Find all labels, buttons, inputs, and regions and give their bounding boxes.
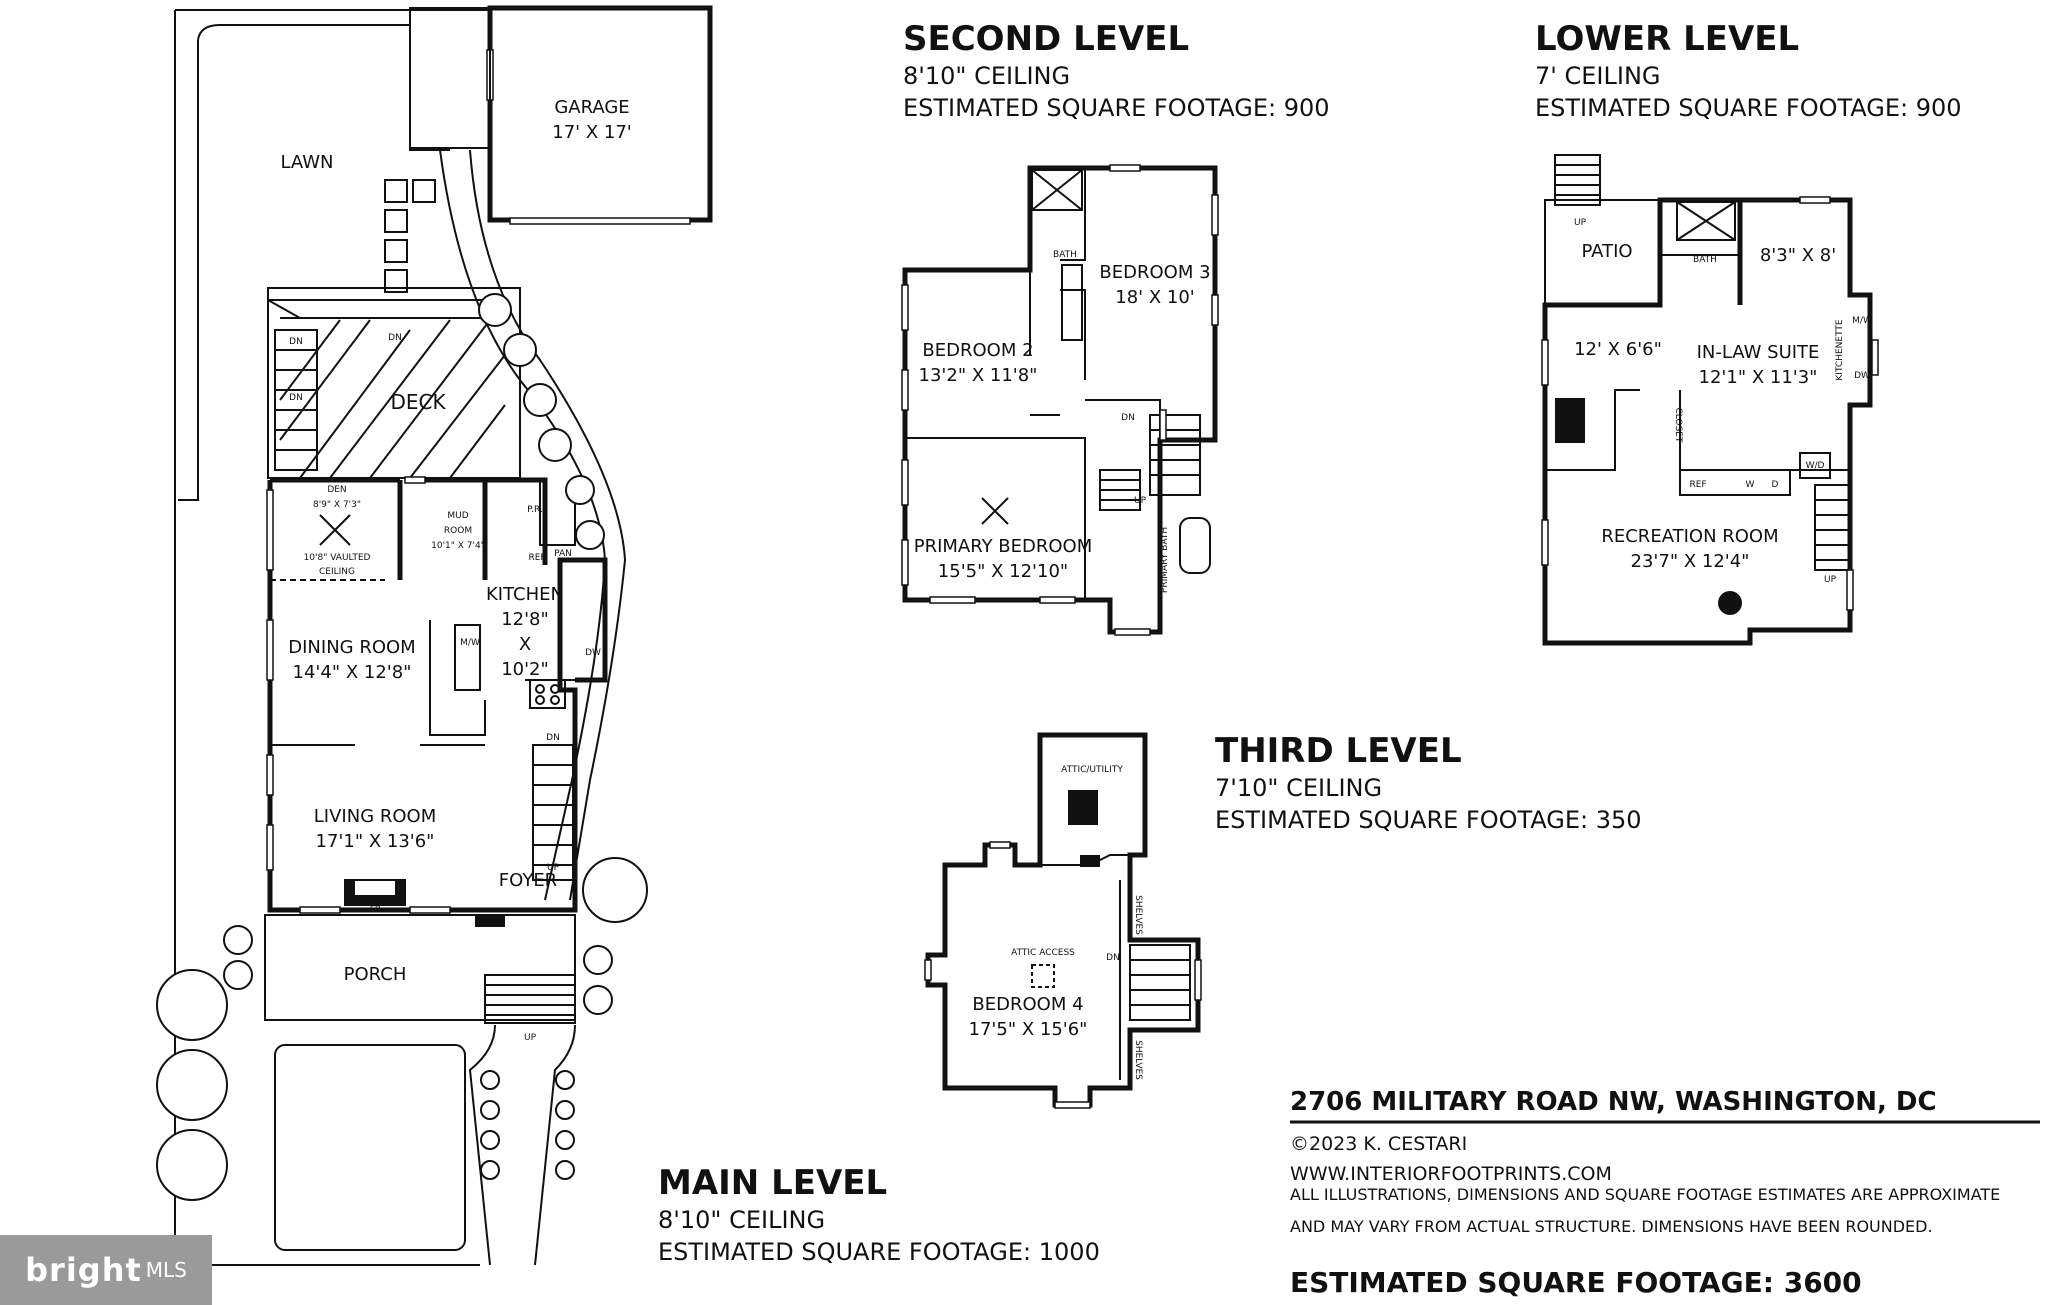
label-bedroom-4: BEDROOM 4 <box>972 994 1083 1015</box>
label-lower-closet-dim: 12' X 6'6" <box>1574 339 1662 360</box>
label-recreation-room-dim: 23'7" X 12'4" <box>1631 551 1750 572</box>
label-lower-small-dim: 8'3" X 8' <box>1760 245 1836 266</box>
label-patio: PATIO <box>1581 241 1632 262</box>
label-bath-2: BATH <box>1053 250 1077 260</box>
lower-level-ceiling: 7' CEILING <box>1535 62 1661 90</box>
label-den: DEN <box>327 485 346 495</box>
label-kitchen-d2: 10'2" <box>501 659 549 680</box>
label-up-porch: UP <box>524 1033 537 1043</box>
main-level-ceiling: 8'10" CEILING <box>658 1206 825 1234</box>
label-lower-d: D <box>1772 480 1779 490</box>
label-bedroom-2: BEDROOM 2 <box>922 340 1033 361</box>
label-den-dim: 8'9" X 7'3" <box>313 500 361 510</box>
main-level-sqft: ESTIMATED SQUARE FOOTAGE: 1000 <box>658 1238 1100 1266</box>
label-dw: DW <box>585 648 601 658</box>
label-bedroom-3: BEDROOM 3 <box>1099 262 1210 283</box>
label-bedroom-2-dim: 13'2" X 11'8" <box>919 365 1038 386</box>
label-attic-access: ATTIC ACCESS <box>1011 948 1075 958</box>
label-garage-dim: 17' X 17' <box>552 122 631 143</box>
label-living-room: LIVING ROOM <box>314 806 436 827</box>
label-deck: DECK <box>390 390 446 414</box>
label-mud-room-2: ROOM <box>444 526 472 536</box>
label-pan: PAN <box>554 549 572 559</box>
label-living-room-dim: 17'1" X 13'6" <box>316 831 435 852</box>
bright-mls-logo: bright MLS <box>0 1235 212 1305</box>
porch-outline <box>264 914 576 1021</box>
label-mud-room-dim: 10'1" X 7'4" <box>431 541 485 551</box>
third-level-plan <box>924 732 1202 1109</box>
lower-level-title: LOWER LEVEL <box>1535 19 1799 59</box>
label-dn-third: DN <box>1106 953 1120 963</box>
main-level-plan <box>156 5 713 1266</box>
third-level-ceiling: 7'10" CEILING <box>1215 774 1382 802</box>
label-lower-ref: REF <box>1689 480 1706 490</box>
second-level-ceiling: 8'10" CEILING <box>903 62 1070 90</box>
label-kitchenette: KITCHENETTE <box>1835 319 1845 381</box>
third-level-sqft: ESTIMATED SQUARE FOOTAGE: 350 <box>1215 806 1642 834</box>
label-bedroom-4-dim: 17'5" X 15'6" <box>969 1019 1088 1040</box>
label-fireplace: FP <box>370 905 381 915</box>
label-den-ceiling-2: CEILING <box>319 567 355 577</box>
main-level-title: MAIN LEVEL <box>658 1163 887 1203</box>
address-text: 2706 MILITARY ROAD NW, WASHINGTON, DC <box>1290 1087 1937 1117</box>
label-bedroom-3-dim: 18' X 10' <box>1115 287 1194 308</box>
label-recreation-room: RECREATION ROOM <box>1601 526 1778 547</box>
label-dn-deck-2: DN <box>289 393 303 403</box>
label-porch: PORCH <box>344 964 407 985</box>
label-inlaw-suite: IN-LAW SUITE <box>1697 342 1820 363</box>
label-up-second: UP <box>1134 496 1147 506</box>
lower-level-sqft: ESTIMATED SQUARE FOOTAGE: 900 <box>1535 94 1962 122</box>
disclaimer-line-1: ALL ILLUSTRATIONS, DIMENSIONS AND SQUARE… <box>1290 1185 2000 1204</box>
label-den-ceiling: 10'8" VAULTED <box>304 553 371 563</box>
label-primary-bath: PRIMARY BATH <box>1160 527 1170 593</box>
label-dn-deck-3: DN <box>388 333 402 343</box>
disclaimer-line-2: AND MAY VARY FROM ACTUAL STRUCTURE. DIME… <box>1290 1217 1933 1236</box>
label-dn-second: DN <box>1121 413 1135 423</box>
label-lower-bath: BATH <box>1693 255 1717 265</box>
label-shelves-1: SHELVES <box>1133 895 1143 935</box>
label-kitchen-x: X <box>519 634 531 655</box>
second-level-title: SECOND LEVEL <box>903 19 1189 59</box>
label-inlaw-suite-dim: 12'1" X 11'3" <box>1699 367 1818 388</box>
logo-suffix: MLS <box>145 1258 187 1282</box>
label-dining-room: DINING ROOM <box>288 637 415 658</box>
label-lower-mw: M/W <box>1852 316 1872 326</box>
label-lower-w: W <box>1746 480 1755 490</box>
label-lower-wd: W/D <box>1806 461 1825 471</box>
label-up-stairs: UP <box>547 863 560 873</box>
second-level-sqft: ESTIMATED SQUARE FOOTAGE: 900 <box>903 94 1330 122</box>
total-sqft-text: ESTIMATED SQUARE FOOTAGE: 3600 <box>1290 1266 1862 1299</box>
label-foyer: FOYER <box>499 870 557 891</box>
third-level-title: THIRD LEVEL <box>1215 731 1462 771</box>
label-mud-room: MUD <box>447 511 468 521</box>
label-mw: M/W <box>460 638 480 648</box>
lower-level-plan <box>1541 154 1879 646</box>
label-ref: REF <box>528 553 545 563</box>
label-kitchen: KITCHEN <box>486 584 564 605</box>
label-powder-room: P.R. <box>527 505 543 515</box>
logo-text: bright <box>25 1251 142 1289</box>
label-up-lower: UP <box>1824 575 1837 585</box>
label-kitchen-d1: 12'8" <box>501 609 549 630</box>
label-primary-bedroom-dim: 15'5" X 12'10" <box>938 561 1068 582</box>
label-garage: GARAGE <box>554 97 629 118</box>
label-primary-bedroom: PRIMARY BEDROOM <box>914 536 1093 557</box>
website-text: WWW.INTERIORFOOTPRINTS.COM <box>1290 1163 1612 1185</box>
label-dn-deck-1: DN <box>289 337 303 347</box>
label-up-patio: UP <box>1574 218 1587 228</box>
label-dn-stairs: DN <box>546 733 560 743</box>
label-lower-dw: DW <box>1854 371 1870 381</box>
second-level-plan <box>901 164 1219 636</box>
label-shelves-2: SHELVES <box>1133 1040 1143 1080</box>
main-house-walls <box>267 480 608 913</box>
label-lower-closet: CLOSET <box>1673 408 1683 443</box>
copyright-text: ©2023 K. CESTARI <box>1290 1133 1467 1155</box>
label-dining-room-dim: 14'4" X 12'8" <box>293 662 412 683</box>
label-attic-utility: ATTIC/UTILITY <box>1061 765 1123 775</box>
label-lawn: LAWN <box>280 152 333 173</box>
